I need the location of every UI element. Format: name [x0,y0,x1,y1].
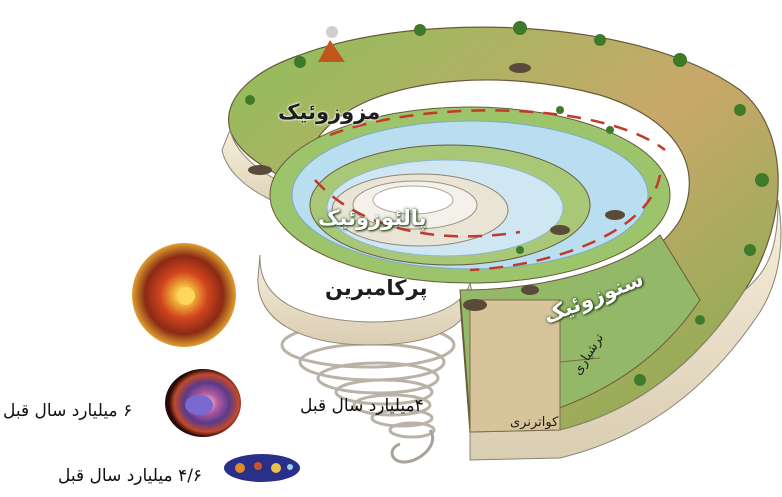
period-label-quaternary: کواترنری [510,415,559,430]
time-label-4-6-billion: ۴/۶ میلیارد سال قبل [58,466,203,486]
cenozoic-cut-face [469,299,561,433]
era-label-precambrian: پرکامبرین [325,276,428,300]
volcano [318,26,345,62]
time-label-4-billion: ۴میلیارد سال قبل [300,396,424,416]
time-arrows [314,109,666,272]
period-divider [559,357,601,363]
era-label-mesozoic: مزوزوئیک [278,100,381,124]
era-label-paleozoic: پالئوزوئیک [318,206,427,230]
solar-system-image [224,454,300,482]
animal-silhouettes [248,63,625,311]
time-label-6-billion: ۶ میلیارد سال قبل [3,401,133,421]
spiral-inner-hole [372,185,454,215]
spiral-outer-rim [469,199,782,461]
